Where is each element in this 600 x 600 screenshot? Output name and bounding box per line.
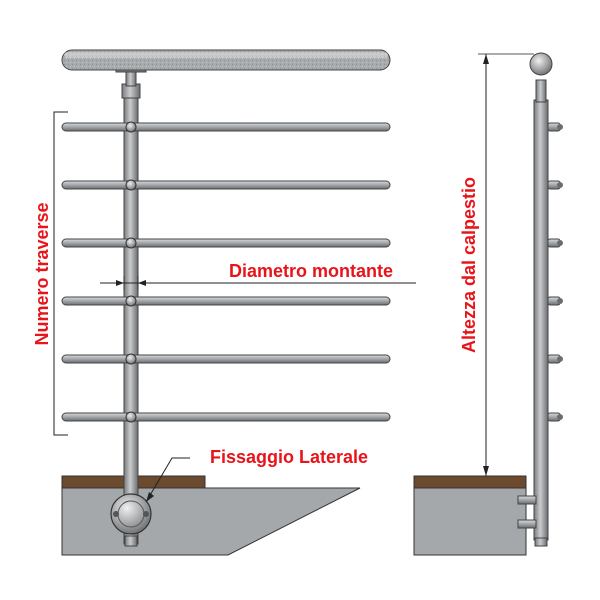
crossbar-rail — [61, 180, 391, 190]
crossbar-rail — [61, 296, 391, 306]
side-mount-bolt-bottom — [517, 519, 537, 529]
crossbar-rail — [61, 412, 391, 422]
rails-count-bracket — [53, 111, 68, 436]
crossbar-fitting — [125, 411, 137, 423]
handrail-side-section — [529, 52, 553, 76]
handrail-front-shade — [64, 52, 388, 58]
post-side — [533, 99, 549, 541]
post-front — [123, 95, 139, 545]
crossbar-fitting — [125, 295, 137, 307]
rail-bracket-end — [557, 414, 563, 420]
post-foot — [124, 535, 138, 547]
crossbar-rail — [61, 354, 391, 364]
diameter-dimension — [100, 276, 416, 290]
crossbar-fitting — [125, 179, 137, 191]
crossbar-fitting — [125, 353, 137, 365]
label-post-diameter: Diametro montante — [229, 261, 393, 281]
side-mount-leader — [145, 457, 190, 503]
side-view — [413, 52, 563, 556]
rail-bracket-end — [557, 182, 563, 188]
label-side-mount: Fissaggio Laterale — [210, 447, 368, 467]
crossbar-fitting — [125, 121, 137, 133]
post-side-top — [535, 79, 547, 103]
floor-slab-side — [413, 487, 527, 556]
crossbar-rail — [61, 122, 391, 132]
label-height-from-floor: Altezza dal calpestio — [459, 177, 479, 353]
floor-finish-side — [413, 475, 527, 489]
height-dimension — [478, 53, 534, 476]
handrail-front — [61, 49, 391, 71]
floor-slab-front — [61, 487, 361, 556]
rail-bracket-end — [557, 240, 563, 246]
rail-bracket-end — [557, 124, 563, 130]
label-rails-count: Numero traverse — [32, 202, 52, 345]
crossbar-fitting — [125, 237, 137, 249]
crossbar-rail — [61, 238, 391, 248]
rail-bracket-end — [557, 298, 563, 304]
rails-group-front — [61, 121, 391, 423]
front-view — [53, 49, 416, 556]
post-side-foot — [534, 537, 548, 547]
side-mount-bolt-top — [517, 495, 537, 505]
brackets-group-side — [547, 122, 563, 422]
rail-bracket-end — [557, 356, 563, 362]
side-mount-fixing — [110, 493, 152, 535]
